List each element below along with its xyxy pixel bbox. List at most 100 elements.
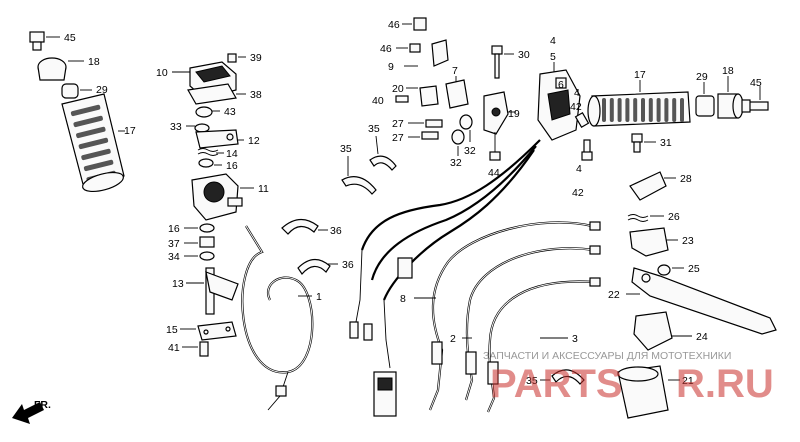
part-label: 11 — [258, 183, 269, 195]
part-label: 35 — [368, 123, 380, 135]
part-label: 25 — [688, 263, 700, 275]
part-label: 33 — [170, 121, 182, 133]
part-label: 4 — [574, 87, 580, 99]
part-label: 31 — [660, 137, 672, 149]
throttle-cable-part-1 — [241, 225, 314, 411]
part-label: 17 — [634, 69, 646, 81]
part-label: 14 — [226, 148, 238, 160]
clip-part-35-bottom — [551, 369, 585, 385]
screw-part-46-mid — [409, 43, 421, 53]
part-label: 23 — [682, 235, 694, 247]
switch-part-7 — [445, 76, 469, 109]
wire-harness — [349, 139, 541, 417]
spring-part-14 — [197, 148, 219, 156]
brake-lever-part-22 — [631, 267, 777, 335]
throttle-pipe-part-13 — [205, 267, 239, 315]
clip-part-36-lower — [297, 258, 331, 275]
collar-part-37 — [199, 236, 215, 248]
screw-part-41 — [199, 341, 209, 357]
part-label: 6 — [558, 79, 564, 91]
part-label: 29 — [96, 84, 108, 96]
gasket-part-38 — [187, 83, 237, 105]
part-label: 4 — [550, 35, 556, 47]
part-label: 8 — [400, 293, 406, 305]
nut-part-43 — [195, 106, 213, 118]
part-label: 21 — [682, 375, 694, 387]
screw-part-39 — [227, 53, 237, 63]
screw-part-27-upper — [425, 119, 443, 128]
switch-part-20 — [419, 85, 439, 107]
part-label: 44 — [488, 167, 500, 179]
part-label: 38 — [250, 89, 262, 101]
washer-part-34 — [199, 251, 215, 261]
part-label: 1 — [316, 291, 322, 303]
part-label: 39 — [250, 52, 262, 64]
site-watermark: ЗАПЧАСТИ И АКСЕССУАРЫ ДЛЯ МОТОТЕХНИКИ PA… — [483, 350, 774, 406]
part-label: 24 — [696, 331, 708, 343]
brake-cable-part-3 — [486, 277, 601, 413]
part-label: 41 — [168, 342, 180, 354]
orientation-label: FR. — [34, 399, 51, 411]
part-label: 18 — [722, 65, 734, 77]
bolt-part-45-left — [29, 31, 45, 51]
screw-part-42-upper — [574, 111, 590, 129]
part-label: 15 — [166, 324, 178, 336]
clutch-cable-part-2 — [464, 245, 601, 401]
part-label: 46 — [380, 43, 392, 55]
part-label: 12 — [248, 135, 260, 147]
spring-part-26 — [627, 214, 649, 222]
part-label: 16 — [168, 223, 180, 235]
part-label: 5 — [550, 51, 556, 63]
watermark-brand-right: R.RU — [676, 362, 774, 406]
part-label: 42 — [572, 187, 584, 199]
bar-end-weight-part-18-left — [37, 57, 67, 81]
switch-housing-part-5 — [537, 69, 581, 141]
collar-part-29-left — [61, 83, 79, 99]
part-label: 7 — [452, 65, 458, 77]
part-label: 46 — [388, 19, 400, 31]
part-label: 10 — [156, 67, 168, 79]
part-label: 37 — [168, 238, 180, 250]
watermark-tagline: ЗАПЧАСТИ И АКСЕССУАРЫ ДЛЯ МОТОТЕХНИКИ — [483, 350, 731, 362]
part-label: 16 — [226, 160, 238, 172]
part-label: 30 — [518, 49, 530, 61]
part-label: 20 — [392, 83, 404, 95]
part-label: 42 — [570, 101, 582, 113]
screw-part-31 — [631, 133, 643, 153]
part-label: 29 — [696, 71, 708, 83]
part-label: 13 — [172, 278, 184, 290]
part-label: 35 — [526, 375, 538, 387]
part-label: 27 — [392, 132, 404, 144]
collar-part-29-right — [695, 95, 715, 117]
washer-part-32-left — [451, 129, 465, 145]
clamp-part-15 — [197, 321, 237, 341]
screw-part-27-lower — [421, 131, 439, 140]
part-label: 9 — [388, 61, 394, 73]
lever-bracket-part-23 — [629, 227, 669, 257]
nut-part-25 — [657, 264, 671, 276]
washer-part-33 — [194, 123, 210, 133]
part-label: 40 — [372, 95, 384, 107]
part-label: 28 — [680, 173, 692, 185]
throttle-arm-part-12 — [195, 129, 239, 149]
grip-part-17-left — [61, 93, 125, 193]
part-label: 4 — [576, 163, 582, 175]
part-label: 35 — [340, 143, 352, 155]
front-direction-arrow: FR. — [12, 399, 51, 424]
part-label: 22 — [608, 289, 620, 301]
switch-part-6 — [555, 77, 567, 89]
part-label: 36 — [330, 225, 342, 237]
bar-end-weight-part-18-right — [717, 93, 744, 119]
grip-part-17-right — [587, 91, 691, 127]
part-label: 3 — [572, 333, 578, 345]
screw-part-44 — [489, 132, 501, 161]
part-label: 2 — [450, 333, 456, 345]
master-cylinder-part-21 — [617, 365, 669, 419]
bolt-part-30 — [491, 45, 503, 79]
bolt-part-45-right — [741, 99, 769, 113]
washer-part-32-right — [459, 114, 473, 130]
lever-holder-part-24 — [633, 311, 673, 351]
clip-part-36-upper — [281, 218, 319, 235]
